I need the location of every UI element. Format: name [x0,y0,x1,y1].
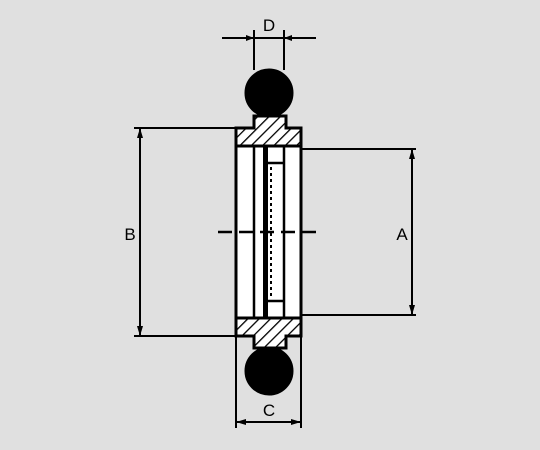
dim-b-arrow-bottom [137,326,143,336]
dim-c-arrow-right [291,419,301,425]
dim-a-label: A [396,225,408,244]
dim-d-arrow-left [246,35,254,41]
bottom-o-ring [244,346,294,396]
dim-a-arrow-top [409,149,415,159]
dim-a-arrow-bottom [409,305,415,315]
dim-c-arrow-left [236,419,246,425]
dim-d-label: D [263,16,275,35]
dim-c-label: C [263,401,275,420]
dim-b-label: B [124,225,135,244]
bottom-flange-section [234,316,303,350]
top-flange-section [234,114,303,148]
top-o-ring [244,68,294,118]
dim-b-arrow-top [137,128,143,138]
dim-d-arrow-right [284,35,292,41]
